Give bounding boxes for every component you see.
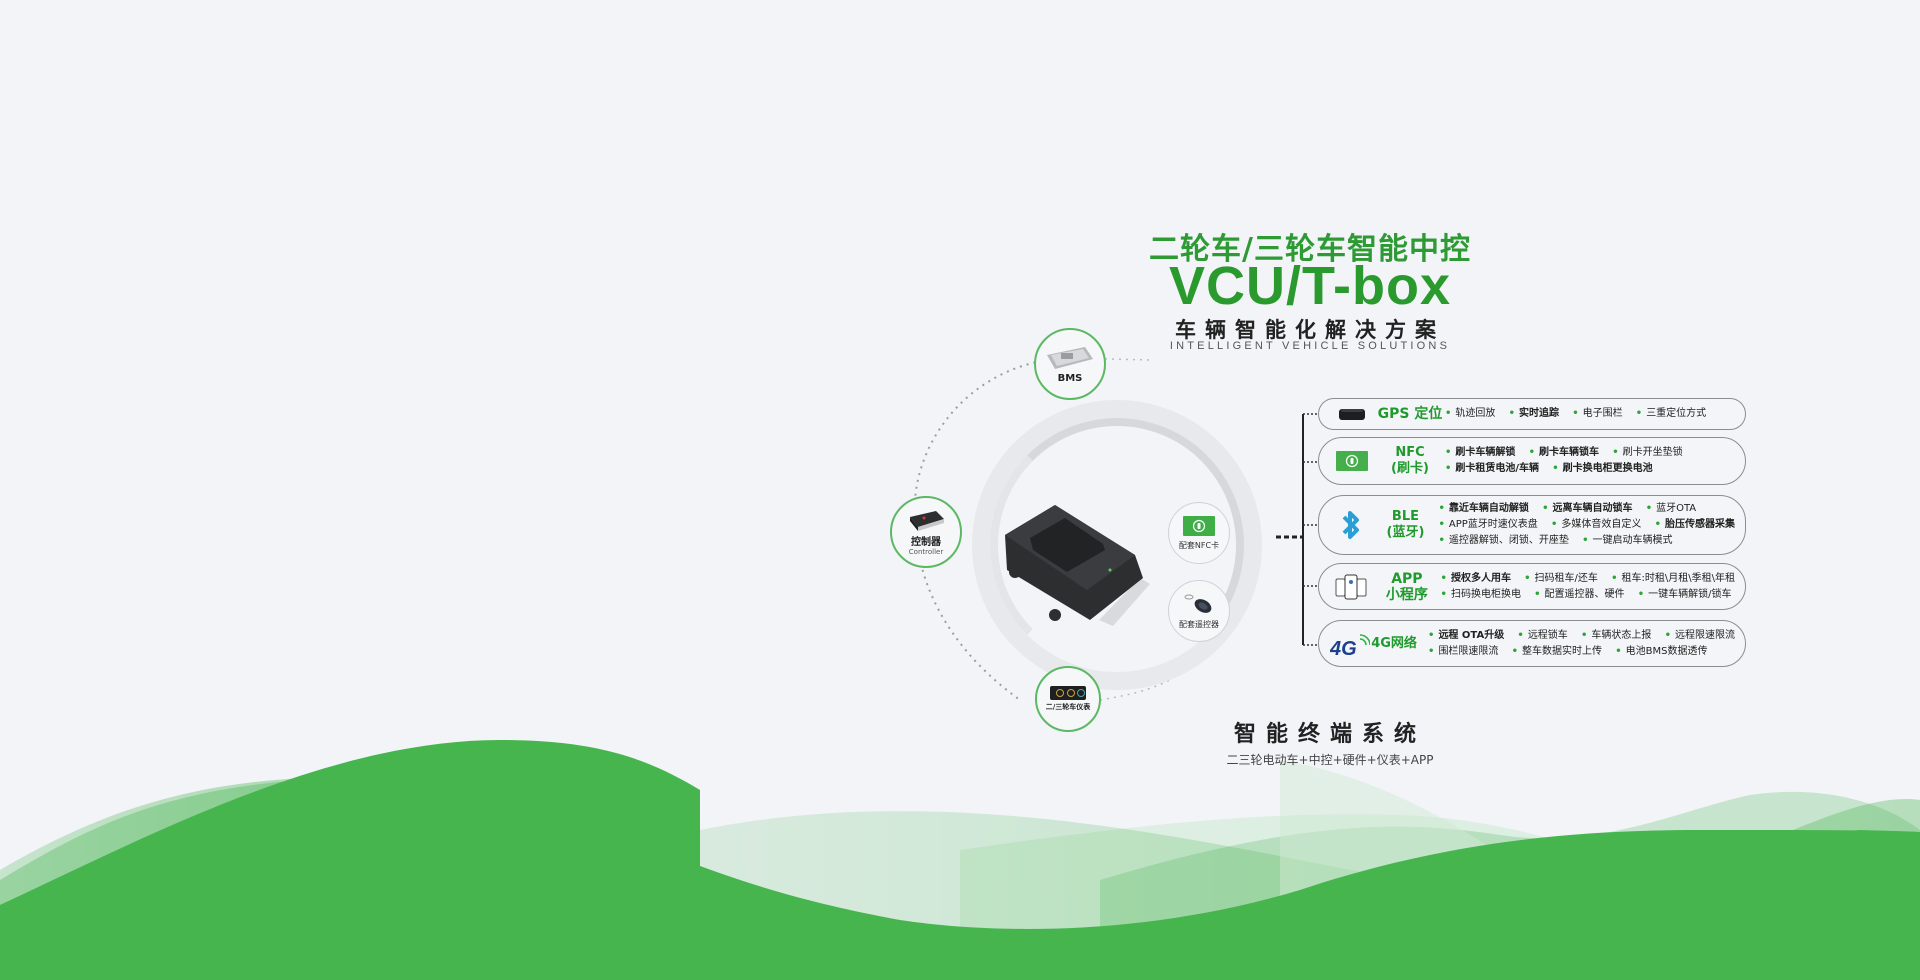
svg-text:4G: 4G (1330, 638, 1357, 657)
feature-item: 一键车辆解锁/锁车 (1638, 589, 1732, 600)
headline-en: VCU/T-box (1168, 256, 1451, 316)
feature-items-4g: 远程 OTA升级 远程锁车 车辆状态上报 远程限速限流 围栏限速限流 整车数据实… (1428, 628, 1745, 660)
feature-card-gps: GPS 定位 轨迹回放 实时追踪 电子围栏 三重定位方式 (1318, 398, 1746, 430)
feature-item: 靠近车辆自动解锁 (1439, 503, 1529, 514)
feature-item: 车辆状态上报 (1581, 630, 1651, 641)
feature-items-gps: 轨迹回放 实时追踪 电子围栏 三重定位方式 (1445, 406, 1716, 422)
bluetooth-icon (1329, 508, 1372, 542)
nfc-card-label: 配套NFC卡 (1178, 540, 1220, 550)
feature-item: 电池BMS数据透传 (1615, 646, 1707, 657)
feature-item: 胎压传感器采集 (1655, 519, 1735, 530)
diagram-connectors (913, 357, 1171, 701)
feature-title-line: 小程序 (1385, 586, 1428, 603)
dashboard-icon (1050, 686, 1086, 700)
feature-title-nfc: NFC (刷卡) (1375, 445, 1445, 477)
feature-title-4g: 4G网络 (1371, 635, 1417, 651)
feature-title-line: APP (1391, 570, 1423, 587)
bms-board-icon (1047, 346, 1093, 369)
feature-item: 刷卡开坐垫锁 (1612, 447, 1682, 458)
feature-item: 远程锁车 (1517, 630, 1567, 641)
bms-node: BMS (1034, 328, 1106, 400)
feature-item: 扫码换电柜换电 (1441, 589, 1521, 600)
feature-item: 授权多人用车 (1441, 573, 1511, 584)
feature-item: 远程限速限流 (1665, 630, 1735, 641)
remote-key-accessory: 配套遥控器 (1168, 580, 1230, 642)
feature-title-line: (蓝牙) (1386, 525, 1425, 540)
feature-bracket (1276, 413, 1320, 646)
gps-device-icon (1329, 407, 1375, 421)
bms-label: BMS (1057, 372, 1083, 384)
feature-items-app: 授权多人用车 扫码租车/还车 租车:时租\月租\季租\年租 扫码换电柜换电 配置… (1441, 571, 1745, 603)
feature-title-gps: GPS 定位 (1377, 406, 1443, 422)
nfc-card-icon (1183, 515, 1215, 536)
dashboard-label: 二/三轮车仪表 (1045, 703, 1091, 711)
feature-item: 蓝牙OTA (1646, 503, 1696, 514)
feature-title-app: APP 小程序 (1373, 571, 1440, 603)
controller-sublabel: Controller (908, 547, 944, 556)
mobile-app-icon (1329, 574, 1373, 600)
subtitle-cn: 车辆智能化解决方案 (1175, 318, 1445, 342)
feature-item: 电子围栏 (1572, 408, 1622, 419)
4g-signal-icon: 4G (1329, 631, 1371, 657)
system-title: 智能终端系统 (1233, 722, 1426, 747)
system-subtitle: 二三轮电动车+中控+硬件+仪表+APP (1226, 753, 1434, 767)
feature-title-ble: BLE (蓝牙) (1372, 509, 1438, 541)
controller-label: 控制器 (911, 536, 941, 548)
feature-item: 一键启动车辆模式 (1582, 535, 1672, 546)
feature-item: 配置遥控器、硬件 (1534, 589, 1624, 600)
feature-item: 多媒体音效自定义 (1551, 519, 1641, 530)
feature-items-ble: 靠近车辆自动解锁 远离车辆自动锁车 蓝牙OTA APP蓝牙时速仪表盘 多媒体音效… (1439, 501, 1746, 549)
feature-item: 实时追踪 (1509, 408, 1559, 419)
feature-item: 轨迹回放 (1445, 408, 1495, 419)
center-ring-inner (990, 418, 1244, 672)
feature-item: 刷卡车辆解锁 (1445, 447, 1515, 458)
feature-item: 远离车辆自动锁车 (1542, 503, 1632, 514)
feature-item: 远程 OTA升级 (1428, 630, 1504, 641)
controller-icon (910, 510, 944, 531)
feature-item: 整车数据实时上传 (1512, 646, 1602, 657)
headline-cn: 二轮车/三轮车智能中控 (1149, 232, 1471, 267)
feature-title-line: NFC (1395, 445, 1425, 460)
feature-item: 租车:时租\月租\季租\年租 (1611, 573, 1735, 584)
feature-item: 三重定位方式 (1636, 408, 1706, 419)
feature-item: 刷卡换电柜更换电池 (1552, 463, 1652, 474)
nfc-card-accessory: 配套NFC卡 (1168, 502, 1230, 564)
feature-title-line: (刷卡) (1391, 461, 1429, 476)
feature-title-line: BLE (1391, 509, 1419, 524)
nfc-card-icon (1329, 451, 1375, 471)
feature-card-ble: BLE (蓝牙) 靠近车辆自动解锁 远离车辆自动锁车 蓝牙OTA APP蓝牙时速… (1318, 495, 1746, 555)
feature-card-nfc: NFC (刷卡) 刷卡车辆解锁 刷卡车辆锁车 刷卡开坐垫锁 刷卡租赁电池/车辆 … (1318, 437, 1746, 485)
feature-item: 扫码租车/还车 (1524, 573, 1598, 584)
remote-key-label: 配套遥控器 (1179, 619, 1219, 629)
feature-item: APP蓝牙时速仪表盘 (1439, 519, 1538, 530)
feature-item: 遥控器解锁、闭锁、开座垫 (1439, 535, 1569, 546)
dashboard-node: 二/三轮车仪表 (1035, 666, 1101, 732)
feature-card-app: APP 小程序 授权多人用车 扫码租车/还车 租车:时租\月租\季租\年租 扫码… (1318, 563, 1746, 610)
controller-node: 控制器 Controller (890, 496, 962, 568)
tbox-device-icon (1005, 505, 1150, 626)
remote-key-icon (1184, 594, 1212, 613)
feature-item: 围栏限速限流 (1428, 646, 1498, 657)
feature-item: 刷卡车辆锁车 (1529, 447, 1599, 458)
feature-card-4g: 4G 4G网络 远程 OTA升级 远程锁车 车辆状态上报 远程限速限流 围栏限速… (1318, 620, 1746, 667)
subtitle-en: INTELLIGENT VEHICLE SOLUTIONS (1169, 340, 1451, 352)
feature-item: 刷卡租赁电池/车辆 (1445, 463, 1539, 474)
feature-items-nfc: 刷卡车辆解锁 刷卡车辆锁车 刷卡开坐垫锁 刷卡租赁电池/车辆 刷卡换电柜更换电池 (1445, 445, 1693, 477)
